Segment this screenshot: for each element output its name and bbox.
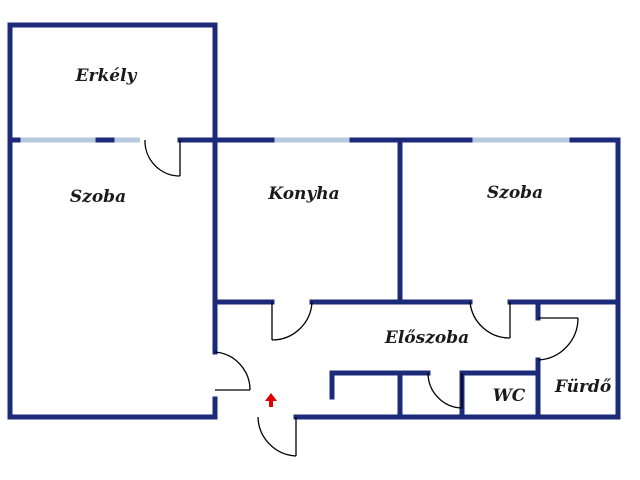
wall-hall-inner (329, 370, 431, 400)
room-label-szoba-left: Szoba (70, 187, 126, 207)
room-label-eloszoba: Előszoba (384, 328, 469, 348)
door-bathroom (537, 317, 579, 361)
door-balcony (144, 139, 181, 177)
room-label-wc: WC (493, 386, 526, 406)
doors (144, 139, 579, 457)
door-wc (427, 372, 463, 409)
door-right-room (469, 301, 511, 339)
entrance-arrow-icon (265, 393, 277, 407)
room-label-szoba-right: Szoba (487, 183, 543, 203)
door-left-room (214, 351, 251, 391)
wall-balcony (7, 22, 218, 143)
wall-outer-bottom (7, 396, 218, 420)
walls (7, 22, 621, 420)
room-label-erkely: Erkély (75, 66, 138, 86)
room-label-konyha: Konyha (267, 184, 339, 204)
door-entrance (257, 416, 297, 457)
room-label-furdo: Fürdő (554, 377, 612, 397)
door-kitchen (271, 301, 313, 341)
